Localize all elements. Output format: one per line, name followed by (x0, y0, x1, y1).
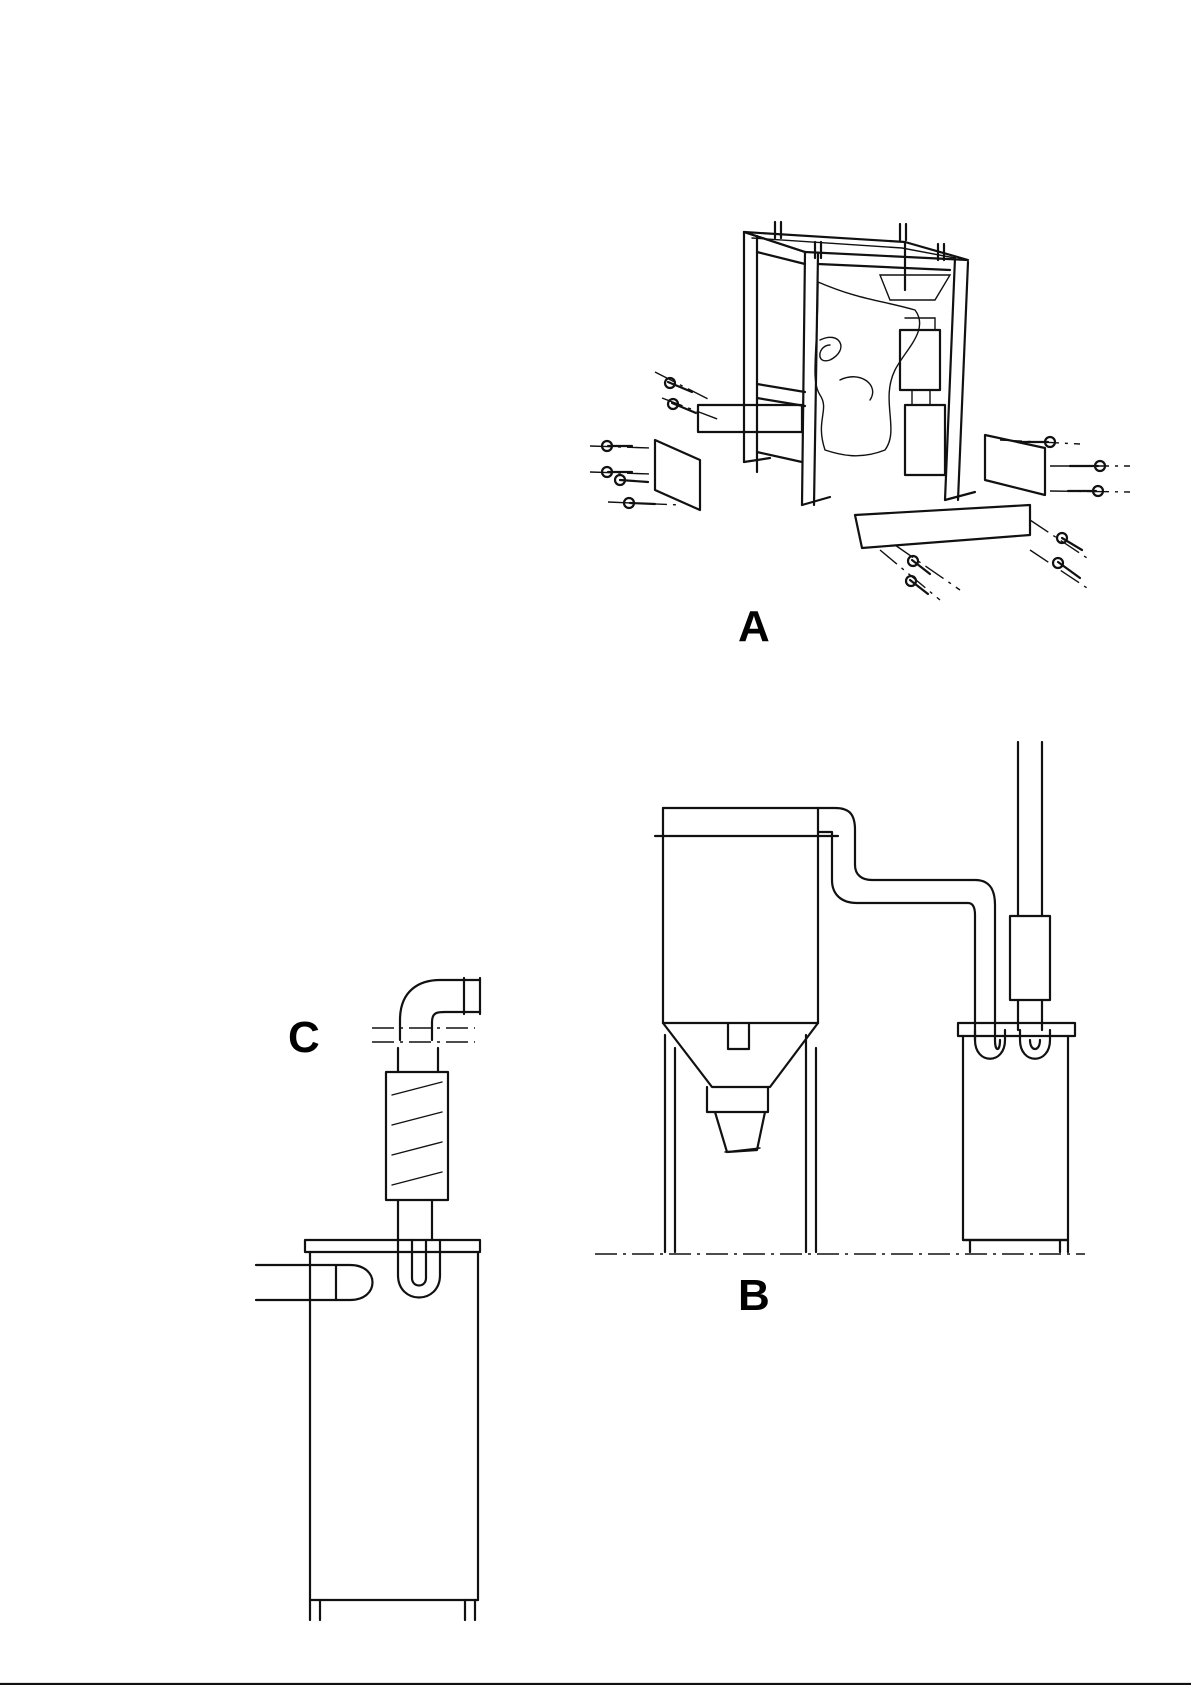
sleeve-c (386, 1048, 448, 1240)
panels-a (655, 405, 1045, 548)
figure-c-label: C (288, 1013, 320, 1062)
silo-b (655, 808, 838, 1252)
screws-a (590, 372, 1130, 600)
figure-a-label: A (738, 602, 770, 651)
elbow-c (372, 978, 480, 1042)
figure-b: B (595, 742, 1085, 1320)
box-c (256, 1240, 480, 1620)
figure-a: A (590, 222, 1130, 651)
figure-b-label: B (738, 1271, 770, 1320)
duct-b (818, 808, 995, 1040)
figure-c: C (256, 978, 480, 1620)
machinery-a (815, 275, 950, 475)
